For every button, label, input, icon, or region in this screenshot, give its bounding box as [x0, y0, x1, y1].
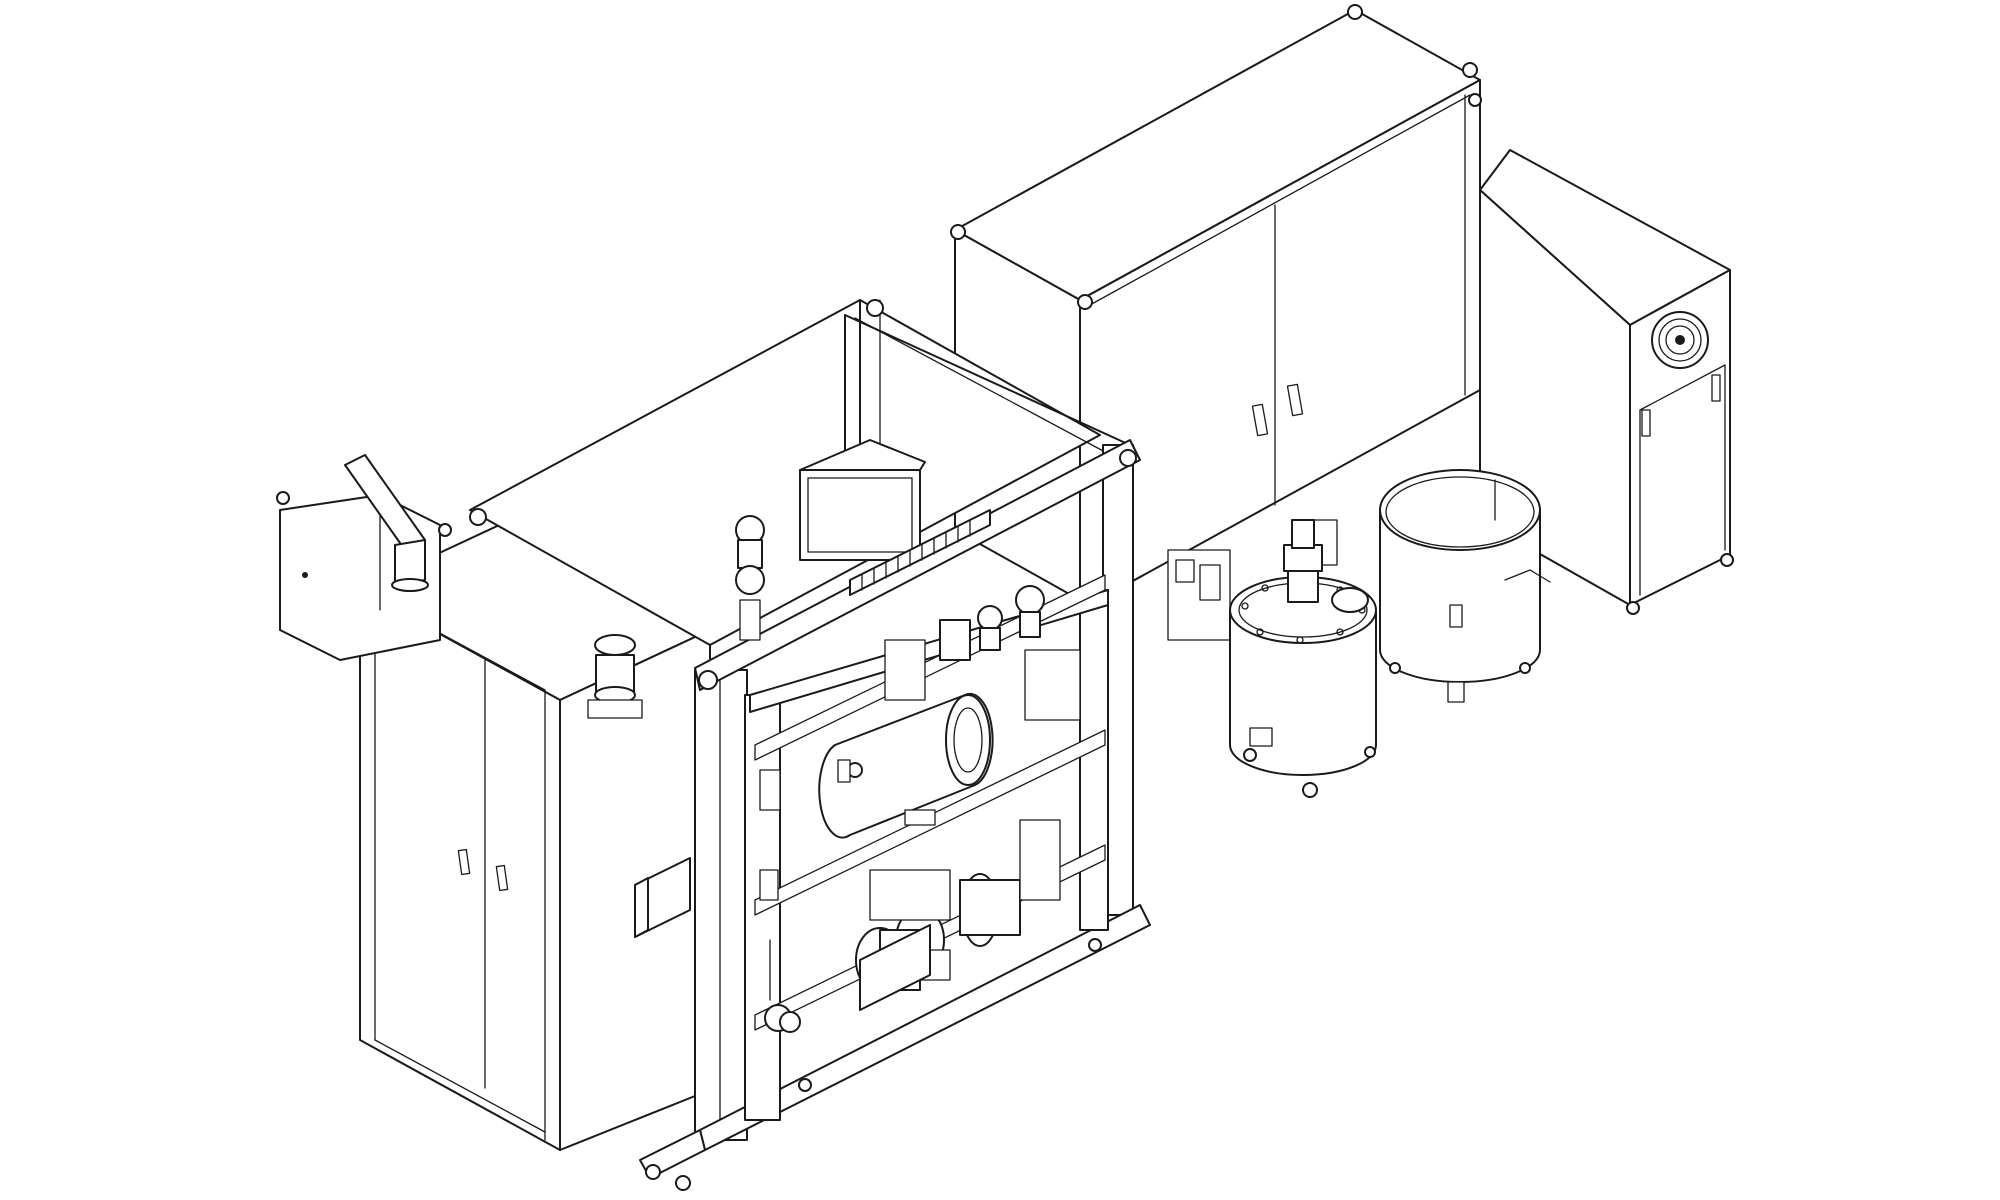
mixing-tank-with-agitator — [1229, 519, 1377, 798]
main-process-skid — [469, 299, 1151, 1191]
left-electrical-cabinet — [276, 454, 711, 1151]
open-tank — [1379, 469, 1551, 703]
